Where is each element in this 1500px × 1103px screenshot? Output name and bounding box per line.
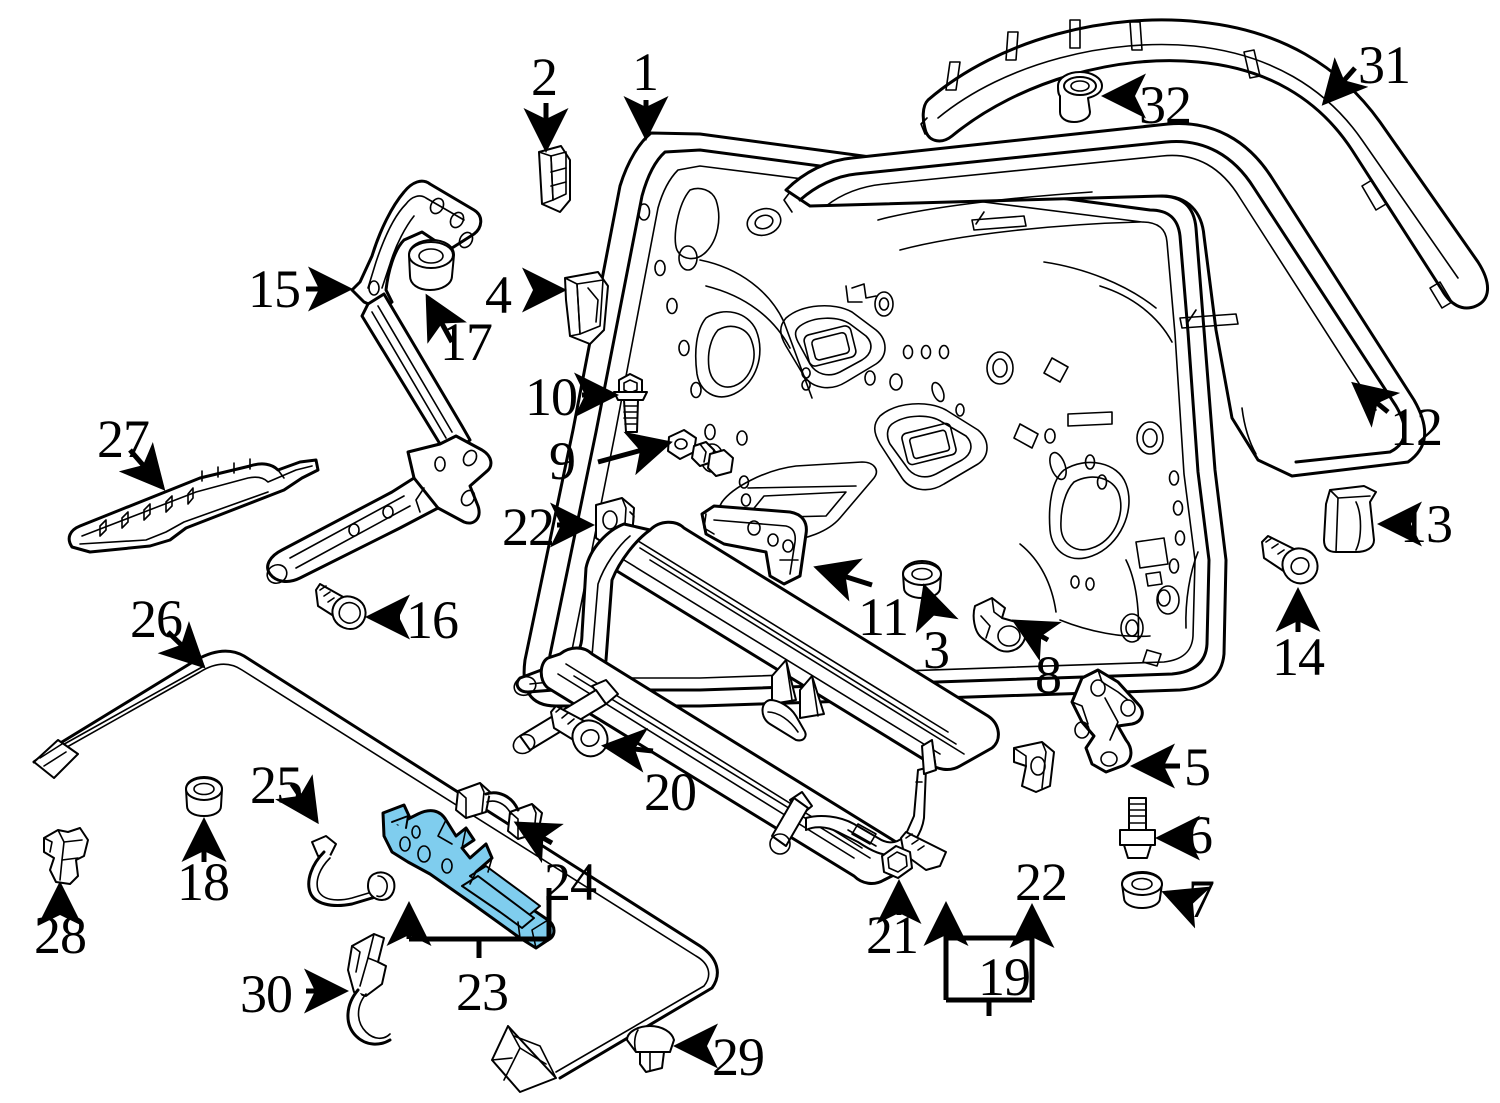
part-clip-bracket-22b (1013, 741, 1055, 793)
callout-label-24: 24 (544, 852, 597, 912)
callout-label-22b: 22 (1015, 852, 1068, 912)
part-bracket-group-23-highlighted (381, 803, 556, 950)
callout-label-20: 20 (644, 762, 697, 822)
part-wedge-bracket-upper (538, 145, 571, 213)
part-nut-flange (1121, 871, 1163, 909)
callout-label-27: 27 (97, 409, 150, 469)
part-stud-bolt (1119, 797, 1156, 859)
part-shoulder-bolt-20 (550, 705, 609, 758)
callout-label-17: 17 (440, 312, 493, 372)
callout-label-3: 3 (923, 620, 950, 680)
part-release-cable-25 (307, 835, 396, 907)
callout-label-15: 15 (248, 259, 301, 319)
callout-label-5: 5 (1184, 737, 1211, 797)
callout-label-31: 31 (1358, 35, 1411, 95)
callout-label-11: 11 (858, 587, 909, 647)
callout-label-12: 12 (1390, 397, 1443, 457)
part-trunk-lid-outer-skin (783, 121, 1427, 478)
callout-label-4: 4 (485, 265, 512, 325)
callout-label-18: 18 (177, 852, 230, 912)
callout-label-28: 28 (34, 905, 87, 965)
part-wedge-bracket-lower (564, 271, 609, 345)
part-grommet-plug (902, 560, 942, 599)
part-tonneau-frame-panel (512, 520, 1000, 885)
callout-label-1: 1 (632, 42, 659, 102)
callout-label-7: 7 (1188, 869, 1215, 929)
callout-label-32: 32 (1139, 75, 1192, 135)
callout-label-26: 26 (130, 589, 183, 649)
callout-label-2: 2 (531, 47, 558, 107)
part-hex-flange-bolt-16 (315, 583, 367, 630)
callout-label-22: 22 (502, 497, 555, 557)
leader-lines (37, 57, 1422, 1069)
part-hook-catch-30 (346, 933, 392, 1046)
part-tapping-screw (1261, 535, 1319, 585)
callout-label-30: 30 (240, 964, 293, 1024)
part-torsion-hinge-arm (266, 179, 493, 585)
callout-label-25: 25 (250, 755, 303, 815)
callout-label-23: 23 (456, 962, 509, 1022)
callout-label-8: 8 (1035, 645, 1062, 705)
callout-label-16: 16 (406, 590, 459, 650)
part-hex-flange-bolt-21 (881, 831, 947, 879)
part-trim-rail-27 (67, 458, 320, 554)
callout-label-29: 29 (712, 1027, 765, 1087)
part-bushing-17 (408, 239, 455, 291)
callout-label-13: 13 (1400, 494, 1453, 554)
callout-label-19: 19 (978, 947, 1031, 1007)
part-ball-stud-link (667, 429, 734, 477)
callout-label-9: 9 (549, 431, 576, 491)
part-latch-striker-28 (43, 827, 89, 885)
part-reinforcement-bracket (700, 504, 808, 586)
callout-label-10: 10 (525, 367, 578, 427)
part-retaining-clip (1323, 485, 1377, 553)
part-push-rivet-29 (626, 1025, 675, 1073)
part-bumper-stop-18 (185, 776, 223, 817)
part-hinge-bracket (1070, 668, 1144, 774)
callout-label-6: 6 (1186, 805, 1213, 865)
part-plug-nut-32 (1057, 71, 1103, 123)
callout-label-14: 14 (1272, 627, 1325, 687)
callout-label-21: 21 (866, 905, 919, 965)
